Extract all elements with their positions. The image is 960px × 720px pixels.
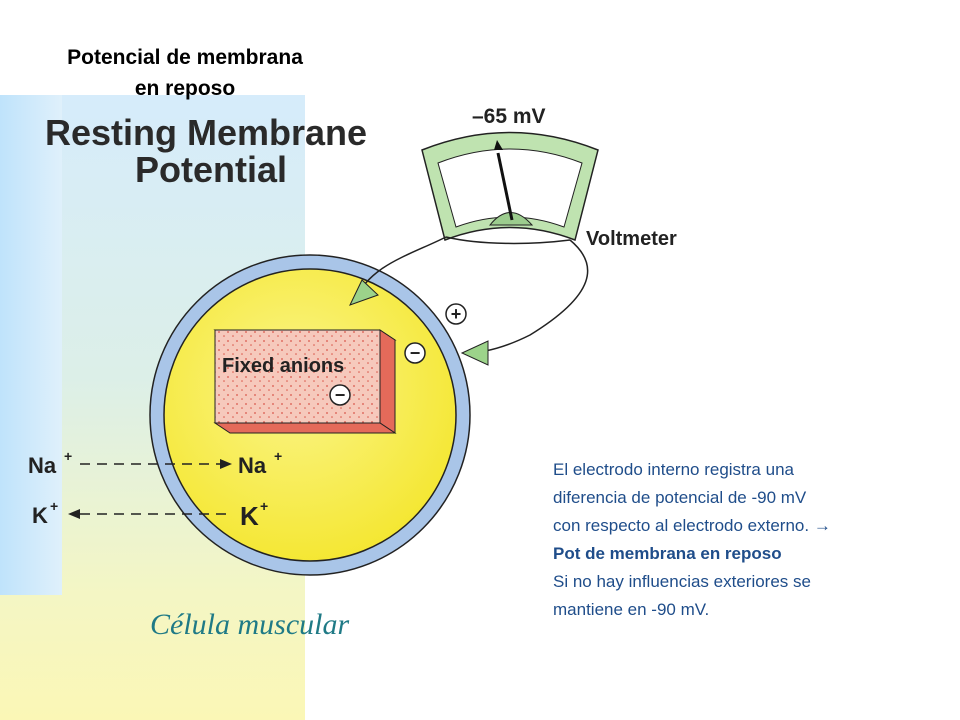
voltmeter-reading: –65 mV [472, 105, 546, 128]
diagram-heading-line1: Resting Membrane [45, 112, 367, 153]
inner-electrode-arrow-icon [349, 279, 379, 306]
plus-sign-icon: + [445, 303, 467, 325]
minus-sign-icon: − [329, 384, 351, 406]
svg-text:+: + [451, 304, 462, 324]
voltmeter-needle [496, 152, 514, 221]
slide-title: Potencial de membrana en reposo [0, 42, 370, 104]
membrane-potential-diagram: Resting Membrane Potential Fixed anions … [28, 105, 677, 576]
svg-text:Na: Na [238, 453, 267, 478]
svg-text:Na: Na [28, 453, 57, 478]
potassium-ion-row: K + K + [32, 498, 268, 531]
minus-sign-icon: − [404, 342, 426, 364]
svg-text:+: + [274, 448, 282, 464]
fixed-anions-box [213, 329, 397, 434]
svg-text:+: + [260, 498, 268, 514]
info-line: Si no hay influencias exteriores se [553, 572, 811, 591]
info-line: diferencia de potencial de -90 mV [553, 488, 807, 507]
background-band-accent [0, 95, 62, 595]
outer-electrode-arrow-icon [460, 340, 489, 366]
outer-electrode-wire [464, 239, 589, 354]
info-line: mantiene en -90 mV. [553, 600, 710, 619]
slide-title-line1: Potencial de membrana [67, 46, 303, 69]
info-line: con respecto al electrodo externo. → [553, 516, 831, 535]
arrow-right-icon [220, 459, 232, 469]
meter-lead-left [445, 236, 571, 245]
cell-caption: Célula muscular [150, 608, 350, 641]
svg-text:+: + [64, 448, 72, 464]
arrow-left-icon [68, 509, 80, 519]
svg-text:−: − [335, 385, 346, 405]
voltmeter-label: Voltmeter [586, 228, 677, 250]
fixed-anions-label: Fixed anions [222, 355, 344, 377]
info-line-bold: Pot de membrana en reposo [553, 544, 782, 563]
diagram-heading-line2: Potential [135, 149, 287, 190]
sodium-ion-row: Na + Na + [28, 448, 282, 478]
svg-text:K: K [240, 501, 259, 531]
info-line: El electrodo interno registra una [553, 460, 794, 479]
slide-title-line2: en reposo [134, 77, 236, 100]
voltmeter [421, 131, 599, 242]
info-text: El electrodo interno registra una difere… [553, 456, 958, 624]
svg-text:+: + [50, 498, 58, 514]
svg-text:−: − [410, 343, 421, 363]
svg-text:K: K [32, 503, 48, 528]
